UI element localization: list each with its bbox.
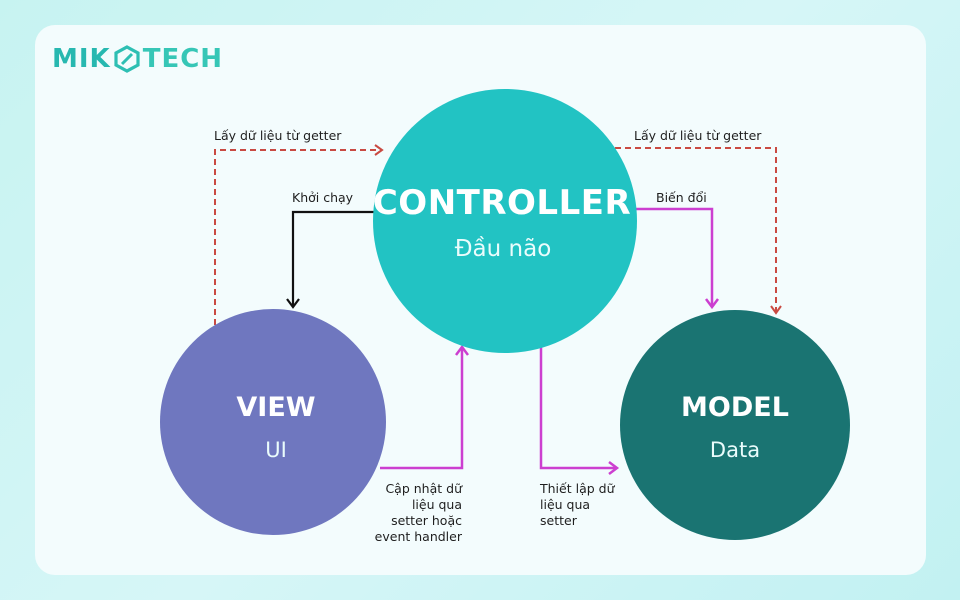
logo: MIK TECH <box>52 44 223 74</box>
label-line: setter <box>540 513 577 528</box>
label-line: Thiết lập dữ <box>540 481 615 496</box>
controller-title: CONTROLLER <box>372 183 632 223</box>
edge-label-controller-model-transform: Biến đổi <box>656 190 707 205</box>
model-node <box>620 310 850 540</box>
logo-text-mik: MIK <box>52 44 111 74</box>
edge-controller-model-getter <box>615 147 782 315</box>
edge-view-controller-getter <box>214 144 384 325</box>
label-line: liệu qua <box>411 497 462 512</box>
view-subtitle: UI <box>265 438 287 462</box>
edge-label-controller-model-getter: Lấy dữ liệu từ getter <box>634 128 762 143</box>
edge-label-view-controller-getter: Lấy dữ liệu từ getter <box>214 128 342 143</box>
model-subtitle: Data <box>709 438 761 462</box>
edge-controller-model-set <box>539 345 620 475</box>
edge-controller-view-start <box>286 210 380 309</box>
label-line: event handler <box>374 529 462 544</box>
hexagon-link-icon <box>114 45 140 73</box>
view-title: VIEW <box>236 392 316 423</box>
edge-view-controller-update <box>380 344 469 470</box>
label-line: liệu qua <box>540 497 591 512</box>
edge-label-view-controller-update: Cập nhật dữ liệu qua setter hoặc event h… <box>350 481 462 545</box>
label-line: setter hoặc <box>391 513 462 528</box>
model-title: MODEL <box>681 392 789 423</box>
view-node <box>160 309 386 535</box>
edge-label-controller-view-start: Khởi chạy <box>292 190 354 205</box>
controller-node <box>373 89 637 353</box>
edge-controller-model-transform <box>630 207 719 310</box>
controller-subtitle: Đầu não <box>454 236 552 262</box>
logo-text-tech: TECH <box>142 44 224 74</box>
label-line: Cập nhật dữ <box>385 481 462 496</box>
edge-label-controller-model-set: Thiết lập dữ liệu qua setter <box>540 481 615 529</box>
